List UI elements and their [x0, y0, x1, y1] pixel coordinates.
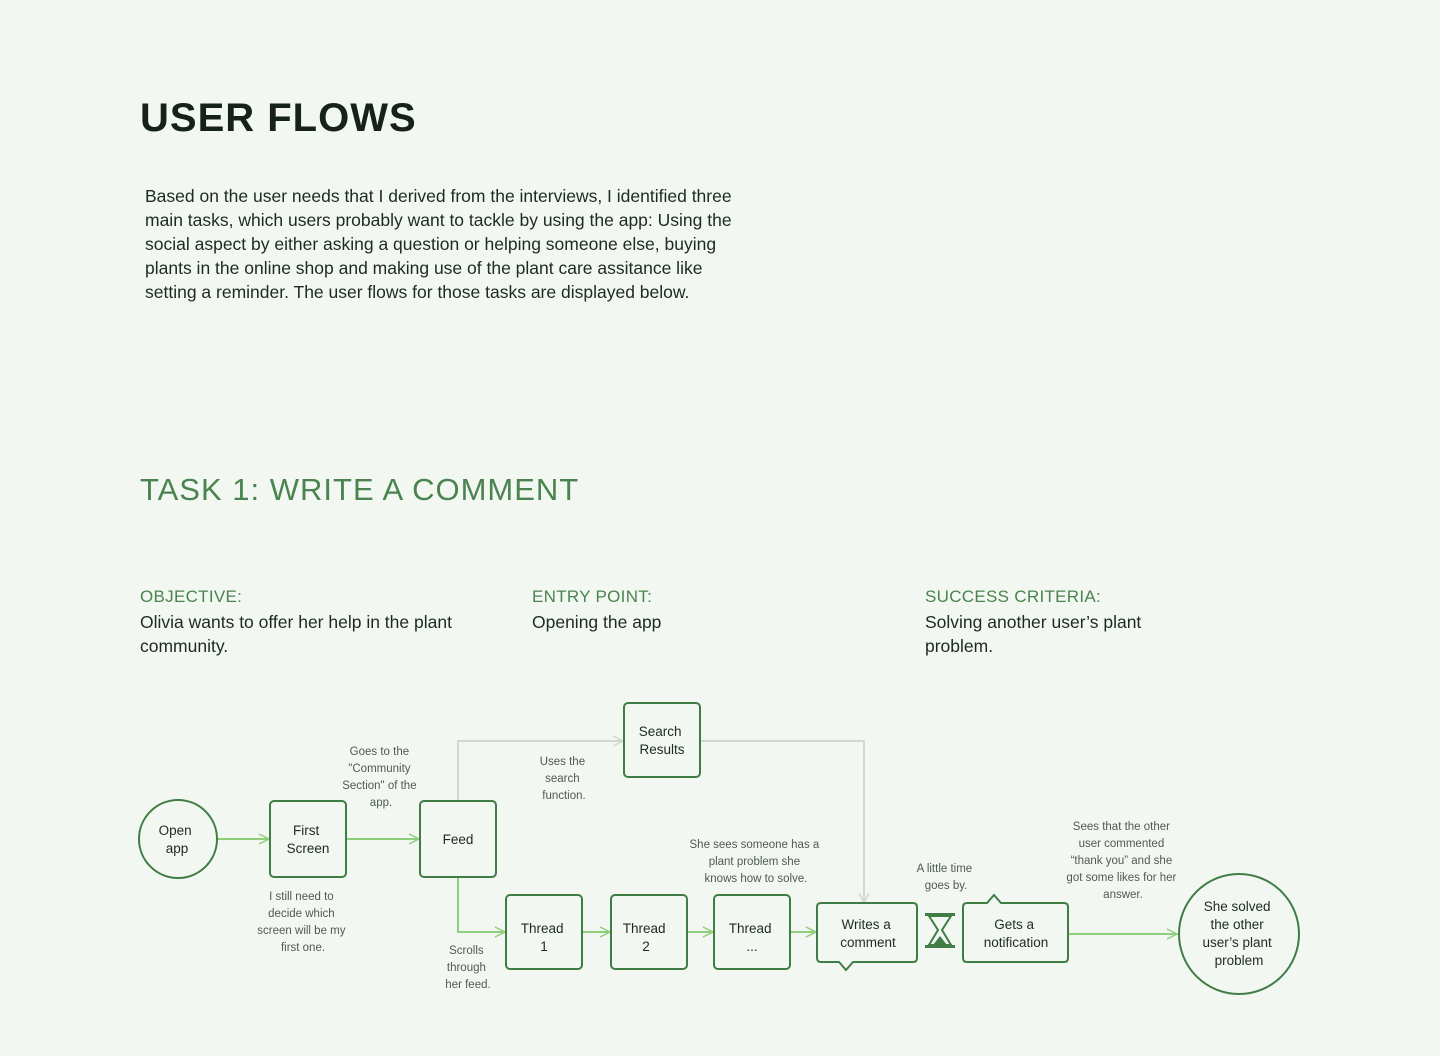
note-line: "Community: [348, 763, 410, 775]
label-first-screen-line: Screen: [287, 841, 330, 856]
success-criteria-block: SUCCESS CRITERIA: Solving another user’s…: [925, 586, 1185, 658]
connector-search-to-comment: [700, 740, 864, 903]
node-thread-1: [505, 894, 583, 970]
note-line: decide which: [268, 908, 334, 920]
intro-paragraph: Based on the user needs that I derived f…: [145, 186, 732, 302]
note-line: A little time: [917, 863, 973, 875]
label-open-app-line: Open: [159, 823, 192, 838]
node-writes-comment: [816, 902, 918, 972]
note-search-function: Uses the search function.: [540, 756, 589, 802]
label-thread-2: Thread 2: [623, 921, 670, 954]
entry-point-block: ENTRY POINT: Opening the app: [532, 586, 852, 634]
label-search-results-line: Search: [639, 724, 682, 739]
entry-point-label: ENTRY POINT:: [532, 587, 653, 606]
note-line: got some likes for her: [1066, 872, 1176, 884]
note-first-screen: I still need to decide which screen will…: [257, 891, 348, 954]
note-line: first one.: [281, 942, 325, 954]
label-thread-1-line: 1: [540, 939, 548, 954]
node-search-results: [623, 702, 701, 778]
objective-block: OBJECTIVE: Olivia wants to offer her hel…: [140, 586, 460, 658]
label-thread-1-line: Thread: [521, 921, 564, 936]
label-writes-comment-line: Writes a: [841, 917, 891, 932]
label-first-screen: First Screen: [287, 823, 330, 856]
note-scrolls-feed: Scrolls through her feed.: [445, 945, 490, 991]
label-writes-comment: Writes a comment: [840, 917, 896, 950]
note-time-passes: A little time goes by.: [917, 863, 976, 892]
note-line: Uses the: [540, 756, 585, 768]
label-thread-1: Thread 1: [521, 921, 568, 954]
label-open-app: Open app: [159, 823, 196, 856]
note-line: Goes to the: [350, 746, 409, 758]
note-line: user commented: [1079, 838, 1165, 850]
note-sees-problem: She sees someone has a plant problem she…: [690, 839, 823, 885]
node-solved: [1178, 873, 1300, 995]
note-line: Section" of the: [342, 780, 416, 792]
note-line: function.: [542, 790, 585, 802]
note-line: She sees someone has a: [690, 839, 820, 851]
label-feed: Feed: [443, 832, 474, 847]
node-feed: [419, 800, 497, 878]
node-thread-3: [713, 894, 791, 970]
connector-feed-to-thread1: [457, 877, 505, 932]
label-writes-comment-line: comment: [840, 935, 896, 950]
objective-text: Olivia wants to offer her help in the pl…: [140, 612, 452, 656]
node-shapes: [138, 702, 1300, 995]
note-line: Scrolls: [449, 945, 484, 957]
connector-feed-to-search: [457, 741, 623, 801]
label-thread-3: Thread ...: [729, 921, 776, 954]
objective-label: OBJECTIVE:: [140, 587, 243, 606]
entry-point-text: Opening the app: [532, 612, 662, 632]
label-first-screen-line: First: [293, 823, 319, 838]
note-line: goes by.: [925, 880, 968, 892]
label-solved-line: the other: [1210, 917, 1264, 932]
label-solved: She solved the other user’s plant proble…: [1202, 899, 1275, 968]
connectors: [218, 741, 1177, 934]
note-thank-you: Sees that the other user commented “than…: [1066, 821, 1179, 901]
success-criteria-label: SUCCESS CRITERIA:: [925, 587, 1102, 606]
label-thread-2-line: 2: [642, 939, 650, 954]
task-title: TASK 1: WRITE A COMMENT: [140, 472, 580, 507]
note-line: “thank you” and she: [1071, 855, 1173, 867]
note-community-section: Goes to the "Community Section" of the a…: [342, 746, 420, 809]
node-first-screen: [269, 800, 347, 878]
label-notification-line: Gets a: [994, 917, 1034, 932]
note-line: app.: [370, 797, 392, 809]
note-line: Sees that the other: [1073, 821, 1170, 833]
page-title: USER FLOWS: [140, 96, 417, 140]
label-feed-line: Feed: [443, 832, 474, 847]
success-criteria-text: Solving another user’s plant problem.: [925, 612, 1142, 656]
label-thread-2-line: Thread: [623, 921, 666, 936]
node-thread-2: [610, 894, 688, 970]
label-search-results: Search Results: [639, 724, 686, 757]
note-line: her feed.: [445, 979, 490, 991]
label-notification: Gets a notification: [984, 917, 1049, 950]
note-line: I still need to: [269, 891, 334, 903]
note-line: through: [447, 962, 486, 974]
note-line: knows how to solve.: [705, 873, 808, 885]
label-search-results-line: Results: [639, 742, 684, 757]
note-line: answer.: [1103, 889, 1143, 901]
note-line: plant problem she: [709, 856, 800, 868]
note-line: screen will be my: [257, 925, 345, 937]
label-solved-line: problem: [1215, 953, 1264, 968]
label-open-app-line: app: [166, 841, 189, 856]
note-line: search: [545, 773, 580, 785]
node-open-app: [138, 799, 218, 879]
hourglass-icon: [925, 913, 955, 948]
label-notification-line: notification: [984, 935, 1049, 950]
label-solved-line: user’s plant: [1202, 935, 1272, 950]
label-thread-3-line: Thread: [729, 921, 772, 936]
node-notification: [962, 893, 1069, 963]
label-solved-line: She solved: [1204, 899, 1271, 914]
label-thread-3-line: ...: [746, 939, 757, 954]
